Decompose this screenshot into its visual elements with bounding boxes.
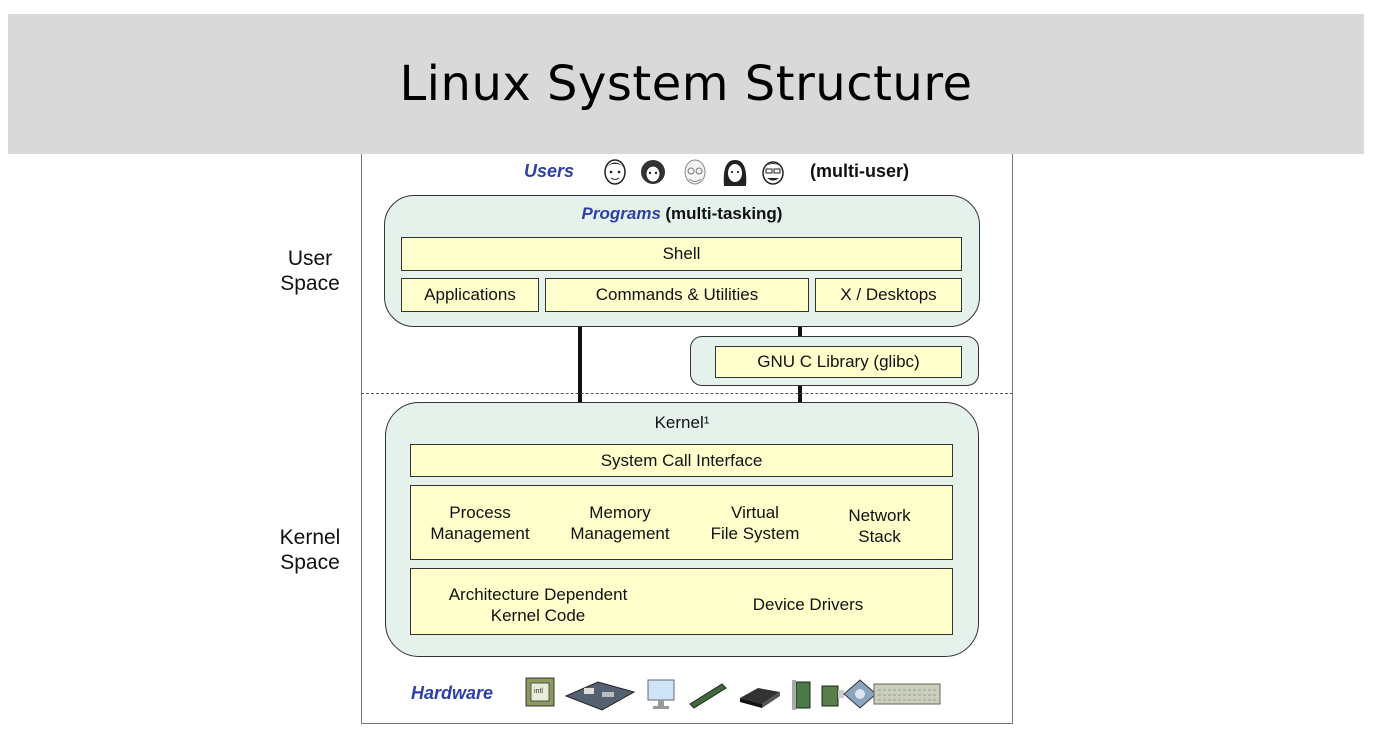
multi-tasking-note: (multi-tasking) — [665, 204, 783, 223]
memory-stick-icon — [689, 683, 727, 709]
hardware-icons: intl — [525, 677, 941, 711]
face-icon-1 — [604, 159, 626, 185]
kernel-subsystems-box — [410, 485, 953, 560]
process-management-label: Process Management — [430, 503, 530, 543]
face-icon-3 — [684, 159, 706, 185]
cpu-chip-icon: intl — [525, 677, 555, 707]
architecture-dependent-label: Architecture Dependent Kernel Code — [448, 585, 628, 625]
system-call-interface-box: System Call Interface — [410, 444, 953, 477]
network-card-icon — [821, 685, 844, 707]
keyboard-icon — [873, 683, 941, 705]
kernel-label: Kernel¹ — [654, 413, 710, 432]
programs-glibc-connector — [798, 327, 802, 336]
programs-label: Programs — [581, 204, 661, 223]
glibc-box: GNU C Library (glibc) — [715, 346, 962, 378]
programs-syscall-connector — [578, 327, 582, 442]
slide-title: Linux System Structure — [399, 56, 973, 112]
device-drivers-label: Device Drivers — [752, 595, 864, 614]
monitor-icon — [647, 679, 675, 709]
programs-heading: Programs (multi-tasking) — [384, 204, 980, 224]
shell-box: Shell — [401, 237, 962, 271]
kernel-space-label: Kernel Space — [279, 526, 341, 574]
virtual-file-system-label: Virtual File System — [710, 503, 800, 543]
expansion-card-icon — [792, 680, 811, 710]
optical-drive-icon — [740, 688, 780, 708]
users-faces — [604, 159, 784, 186]
hard-disk-icon — [843, 679, 877, 709]
commands-utilities-box: Commands & Utilities — [545, 278, 809, 312]
hardware-label: Hardware — [411, 683, 494, 703]
user-kernel-divider — [361, 393, 1013, 394]
applications-box: Applications — [401, 278, 539, 312]
user-space-label: User Space — [280, 247, 340, 295]
face-icon-2 — [641, 160, 665, 184]
users-label: Users — [524, 161, 575, 181]
title-bar: Linux System Structure — [8, 14, 1364, 154]
x-desktops-box: X / Desktops — [815, 278, 962, 312]
multi-user-note: (multi-user) — [810, 161, 909, 181]
arch-drivers-box — [410, 568, 953, 635]
face-icon-4 — [723, 160, 747, 186]
memory-management-label: Memory Management — [570, 503, 670, 543]
motherboard-icon — [564, 681, 636, 711]
svg-text:intl: intl — [534, 688, 543, 695]
network-stack-label: Network Stack — [848, 506, 911, 546]
face-icon-5 — [762, 161, 784, 185]
